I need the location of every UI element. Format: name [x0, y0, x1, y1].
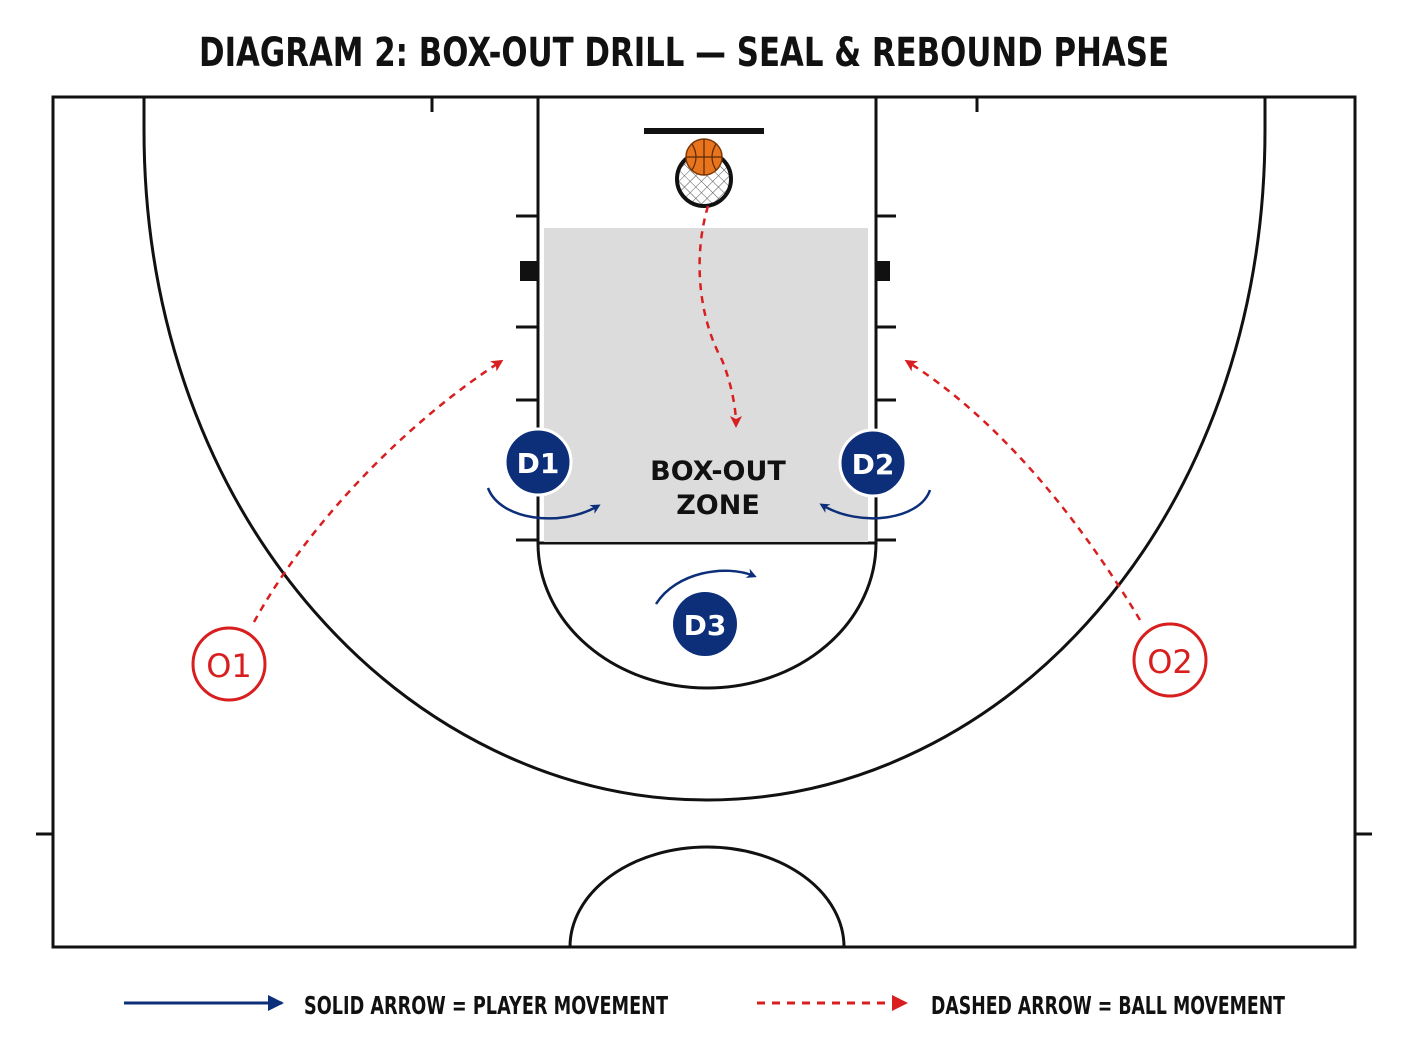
- court: [36, 95, 1372, 949]
- free-throw-circle: [536, 542, 878, 690]
- diagram-title: DIAGRAM 2: BOX-OUT DRILL — SEAL & REBOUN…: [199, 30, 1169, 76]
- player-d1-label: D1: [517, 447, 560, 480]
- d2-movement-arrow: [819, 489, 932, 520]
- legend-solid-label: SOLID ARROW = PLAYER MOVEMENT: [304, 991, 668, 1020]
- box-out-zone: [544, 228, 868, 542]
- d3-movement-arrow: [654, 568, 757, 605]
- player-d2: D2: [838, 428, 908, 498]
- basketball-icon: [685, 138, 723, 176]
- court-boundary: [51, 95, 1357, 949]
- center-circle: [568, 845, 846, 948]
- ball-path-rim-to-zone: [698, 205, 742, 428]
- player-d1: D1: [503, 427, 573, 497]
- lane-marks: [516, 214, 896, 542]
- d1-movement-arrow: [486, 487, 601, 520]
- three-point-line: [142, 97, 1267, 802]
- player-o2: O2: [1132, 622, 1208, 698]
- block-left: [520, 261, 538, 281]
- player-o2-label: O2: [1147, 643, 1193, 681]
- block-right: [876, 261, 890, 281]
- legend: SOLID ARROW = PLAYER MOVEMENT DASHED ARR…: [124, 991, 1285, 1020]
- player-d3-label: D3: [684, 609, 727, 642]
- player-o1: O1: [191, 626, 267, 702]
- legend-dashed-label: DASHED ARROW = BALL MOVEMENT: [931, 991, 1285, 1020]
- zone-label-line2: ZONE: [676, 490, 760, 521]
- player-d3: D3: [673, 592, 737, 656]
- player-o1-label: O1: [206, 647, 252, 685]
- pass-path-o1: [252, 359, 504, 623]
- pass-path-o2: [904, 359, 1142, 621]
- zone-label-line1: BOX-OUT: [650, 456, 786, 487]
- player-d2-label: D2: [852, 448, 895, 481]
